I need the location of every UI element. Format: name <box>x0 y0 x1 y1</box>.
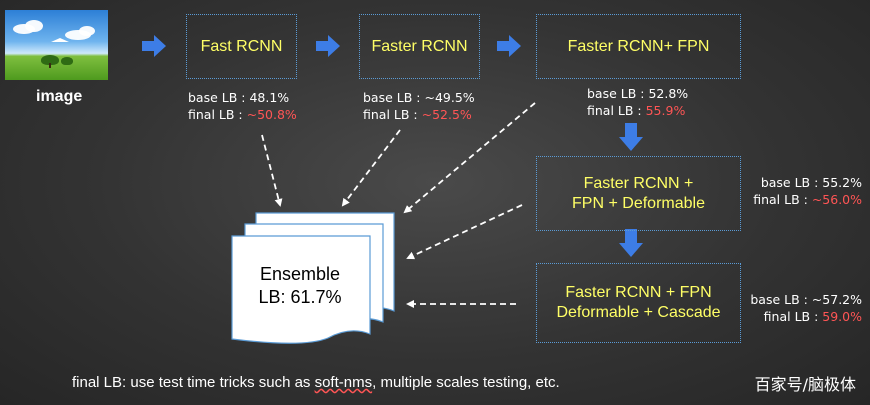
ensemble-title: Ensemble <box>259 264 341 284</box>
stage-faster-rcnn-box: Faster RCNN <box>359 14 480 79</box>
stage-faster-rcnn-stats: base LB : ~49.5% final LB : ~52.5% <box>363 89 475 123</box>
stage-cascade-final-value: 59.0% <box>822 309 862 324</box>
stage-deformable-box: Faster RCNN + FPN + Deformable <box>536 156 741 231</box>
stage-faster-rcnn-label: Faster RCNN <box>371 37 468 55</box>
stage-fast-rcnn-base-lb: base LB : 48.1% <box>188 90 290 105</box>
stage-faster-rcnn-final-lb: final LB : ~52.5% <box>363 107 472 122</box>
stage-deformable-final-value: ~56.0% <box>811 192 862 207</box>
arrow-fpn-to-deformable <box>619 123 643 151</box>
dashed-line-fpn <box>403 102 536 214</box>
footer-note-soft-nms: soft-nms <box>314 374 373 391</box>
stage-fast-rcnn-final-value: ~50.8% <box>246 107 297 122</box>
stage-fast-rcnn-label: Fast RCNN <box>200 37 283 55</box>
stage-fast-rcnn-stats: base LB : 48.1% final LB : ~50.8% <box>188 89 297 123</box>
input-image-thumbnail <box>5 10 108 80</box>
stage-fpn-final-value: 55.9% <box>645 103 686 118</box>
stage-deformable-label-line2: FPN + Deformable <box>572 194 705 212</box>
stage-deformable-stats: base LB : 55.2% final LB : ~56.0% <box>753 174 862 208</box>
stage-fpn-label: Faster RCNN+ FPN <box>567 37 710 55</box>
dashed-line-fast-rcnn <box>261 134 283 207</box>
stage-faster-rcnn-base-lb: base LB : ~49.5% <box>363 90 475 105</box>
stage-fpn-box: Faster RCNN+ FPN <box>536 14 741 79</box>
stage-cascade-base-lb: base LB : ~57.2% <box>750 292 862 307</box>
arrow-image-to-fast-rcnn <box>142 35 166 57</box>
footer-note-prefix: final LB: use test time tricks such as <box>72 374 315 391</box>
arrow-faster-to-fpn <box>497 35 521 57</box>
watermark-text: 百家号/脑极体 <box>754 375 856 394</box>
input-image-label: image <box>36 88 83 105</box>
dashed-line-deformable <box>406 204 523 260</box>
stage-cascade-final-lb: final LB : 59.0% <box>763 309 862 324</box>
stage-deformable-base-lb: base LB : 55.2% <box>760 175 862 190</box>
arrow-deformable-to-cascade <box>619 229 643 257</box>
ensemble-lb-score: LB: 61.7% <box>258 287 342 307</box>
stage-deformable-final-lb: final LB : ~56.0% <box>753 192 862 207</box>
stage-fpn-stats: base LB : 52.8% final LB : 55.9% <box>587 85 688 119</box>
stage-cascade-box: Faster RCNN + FPN Deformable + Cascade <box>536 263 741 343</box>
stage-cascade-label-line1: Faster RCNN + FPN <box>565 284 712 302</box>
dashed-line-faster-rcnn <box>341 129 401 207</box>
arrow-fast-to-faster-rcnn <box>316 35 340 57</box>
stage-fpn-final-lb: final LB : 55.9% <box>587 103 686 118</box>
footer-note-suffix: , multiple scales testing, etc. <box>372 374 560 391</box>
stage-deformable-label-line1: Faster RCNN + <box>583 174 694 192</box>
stage-cascade-stats: base LB : ~57.2% final LB : 59.0% <box>750 291 862 325</box>
footer-note: final LB: use test time tricks such as s… <box>72 374 560 391</box>
stage-fast-rcnn-box: Fast RCNN <box>186 14 297 79</box>
stage-faster-rcnn-final-value: ~52.5% <box>421 107 472 122</box>
ensemble-result: Ensemble LB: 61.7% <box>232 263 368 309</box>
stage-fpn-base-lb: base LB : 52.8% <box>587 86 689 101</box>
stage-cascade-label-line2: Deformable + Cascade <box>556 304 721 321</box>
stage-fast-rcnn-final-lb: final LB : ~50.8% <box>188 107 297 122</box>
ensemble-doc-stack <box>231 212 395 344</box>
